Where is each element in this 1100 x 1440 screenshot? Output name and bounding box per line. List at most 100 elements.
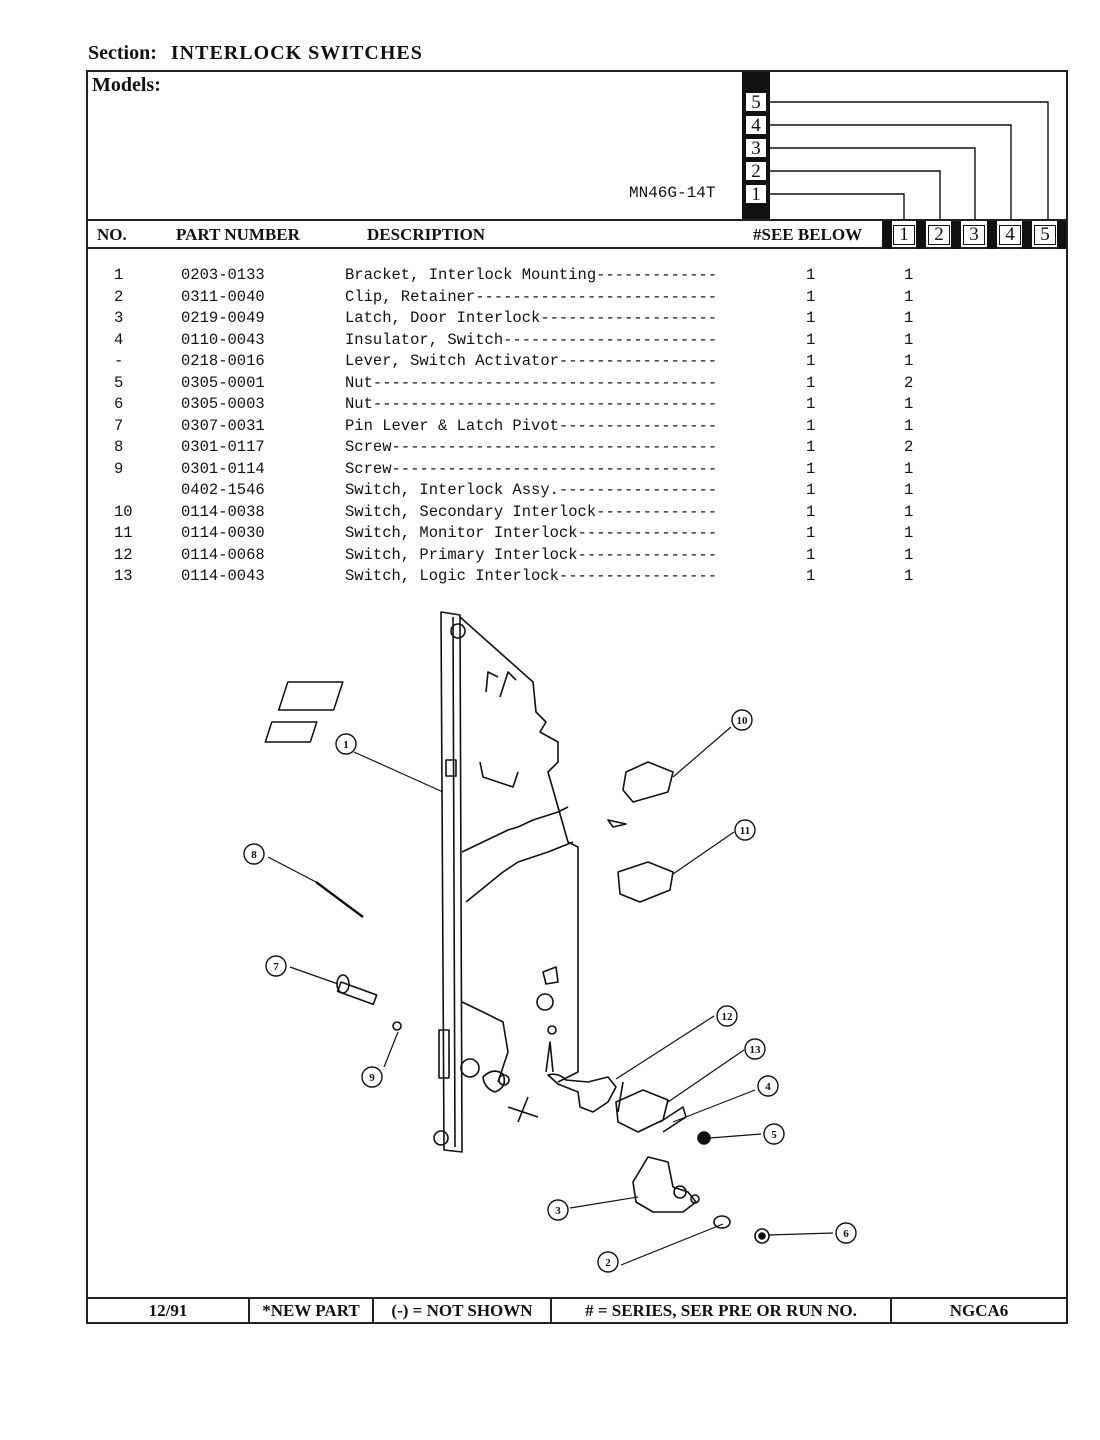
series-connector-lines bbox=[768, 101, 1049, 219]
part-no: 6 bbox=[114, 395, 124, 413]
callout-circle-13 bbox=[744, 1038, 766, 1060]
part-series-1-qty: 2 bbox=[904, 438, 914, 456]
screw-8-shank bbox=[315, 881, 364, 918]
leader-3 bbox=[569, 1196, 639, 1209]
table-row: 7 0307-0031 Pin Lever & Latch Pivot-------… bbox=[88, 417, 1066, 438]
plate-tab-mid bbox=[264, 721, 318, 743]
leader-8 bbox=[267, 856, 317, 883]
part-description: Switch, Interlock Assy.----------------- bbox=[345, 481, 718, 499]
callout-label-2: 2 bbox=[605, 1257, 611, 1269]
callout-label-10: 10 bbox=[737, 715, 749, 727]
callout-circle-5 bbox=[763, 1123, 785, 1145]
leader-9 bbox=[383, 1031, 399, 1068]
callout-label-12: 12 bbox=[722, 1011, 734, 1023]
part-number: 0219-0049 bbox=[181, 309, 265, 327]
part-qty: 1 bbox=[806, 545, 816, 564]
part-no: 11 bbox=[114, 524, 133, 542]
footer-new-part: *NEW PART bbox=[250, 1299, 374, 1322]
mounting-plate-outline bbox=[459, 616, 579, 1083]
header-divider bbox=[951, 221, 961, 249]
plate-hole-c2 bbox=[460, 1058, 480, 1078]
series-box-1: 1 bbox=[745, 184, 767, 204]
part-series-1-qty: 1 bbox=[904, 481, 914, 499]
footer: 12/91 *NEW PART (-) = NOT SHOWN # = SERI… bbox=[88, 1297, 1066, 1322]
callout-label-8: 8 bbox=[251, 849, 257, 861]
callout-circle-6 bbox=[835, 1222, 857, 1244]
part-number: 0307-0031 bbox=[181, 416, 265, 435]
callout-label-1: 1 bbox=[343, 739, 349, 751]
part-no: 8 bbox=[114, 438, 124, 456]
plate-tab-upper bbox=[277, 681, 344, 711]
model-name: MN46G-14T bbox=[629, 184, 716, 202]
header-no: NO. bbox=[97, 225, 127, 244]
leader-11 bbox=[672, 831, 735, 875]
part-qty: 1 bbox=[806, 524, 816, 542]
series-box-3: 3 bbox=[745, 138, 767, 158]
callout-label-5: 5 bbox=[771, 1129, 777, 1141]
screw-9-head bbox=[392, 1021, 402, 1031]
part-description: Latch, Door Interlock------------------- bbox=[345, 309, 718, 327]
part-number: 0218-0016 bbox=[181, 352, 265, 370]
part-no: 10 bbox=[114, 502, 133, 521]
part-no: 5 bbox=[114, 373, 124, 392]
part-no: 7 bbox=[114, 416, 124, 435]
footer-not-shown: (-) = NOT SHOWN bbox=[374, 1299, 552, 1322]
part-series-1-qty: 1 bbox=[904, 395, 914, 413]
header-divider bbox=[916, 221, 926, 249]
part-description: Lever, Switch Activator----------------- bbox=[345, 352, 718, 370]
part-no: 1 bbox=[114, 266, 124, 284]
bracket-rail-edge bbox=[452, 616, 456, 1148]
header-divider bbox=[1057, 221, 1066, 249]
part-number: 0114-0068 bbox=[181, 545, 265, 564]
leader-10 bbox=[672, 726, 732, 778]
part-description: Nut------------------------------------- bbox=[345, 395, 718, 413]
leader-5 bbox=[709, 1133, 762, 1139]
part-series-1-qty: 1 bbox=[904, 524, 914, 542]
header-series-3: 3 bbox=[963, 225, 985, 245]
models-label: Models: bbox=[92, 74, 161, 96]
part-number: 0110-0043 bbox=[181, 330, 265, 349]
switch-monitor-body bbox=[617, 861, 674, 903]
part-number: 0301-0114 bbox=[181, 459, 265, 478]
callout-circle-1 bbox=[335, 733, 357, 755]
part-qty: 1 bbox=[806, 373, 816, 392]
part-series-1-qty: 1 bbox=[904, 567, 914, 585]
section-heading: Section:INTERLOCK SWITCHES bbox=[88, 42, 423, 65]
parts-sheet: Models: MN46G-14T 5 4 3 2 1 NO. PART NUM… bbox=[86, 70, 1068, 1324]
callout-label-9: 9 bbox=[369, 1072, 375, 1084]
plate-hole-c1 bbox=[536, 993, 554, 1011]
callout-circle-11 bbox=[734, 819, 756, 841]
header-series-4: 4 bbox=[999, 225, 1021, 245]
part-description: Switch, Secondary Interlock------------- bbox=[345, 502, 718, 521]
header-divider bbox=[987, 221, 997, 249]
header-series-2: 2 bbox=[928, 225, 950, 245]
latch-pivot-hole bbox=[498, 1074, 510, 1086]
header-part-number: PART NUMBER bbox=[176, 225, 300, 244]
nut-6 bbox=[754, 1228, 770, 1244]
part-qty: 1 bbox=[806, 266, 816, 284]
leader-13 bbox=[667, 1049, 745, 1103]
callout-circle-3 bbox=[547, 1199, 569, 1221]
header-divider bbox=[1022, 221, 1032, 249]
part-series-1-qty: 1 bbox=[904, 502, 914, 521]
plate-fold-lower bbox=[461, 1001, 509, 1083]
callout-circle-12 bbox=[716, 1005, 738, 1027]
part-qty: 1 bbox=[806, 459, 816, 478]
part-series-1-qty: 1 bbox=[904, 545, 914, 564]
part-qty: 1 bbox=[806, 287, 816, 306]
part-description: Pin Lever & Latch Pivot----------------- bbox=[345, 416, 718, 435]
leader-6 bbox=[768, 1232, 834, 1236]
connector-line-3 bbox=[768, 147, 976, 219]
connector-line-5 bbox=[768, 101, 1049, 219]
rail-hole-bottom bbox=[433, 1130, 449, 1146]
part-qty: 1 bbox=[806, 502, 816, 521]
leader-7 bbox=[289, 966, 339, 985]
callout-label-3: 3 bbox=[555, 1205, 561, 1217]
